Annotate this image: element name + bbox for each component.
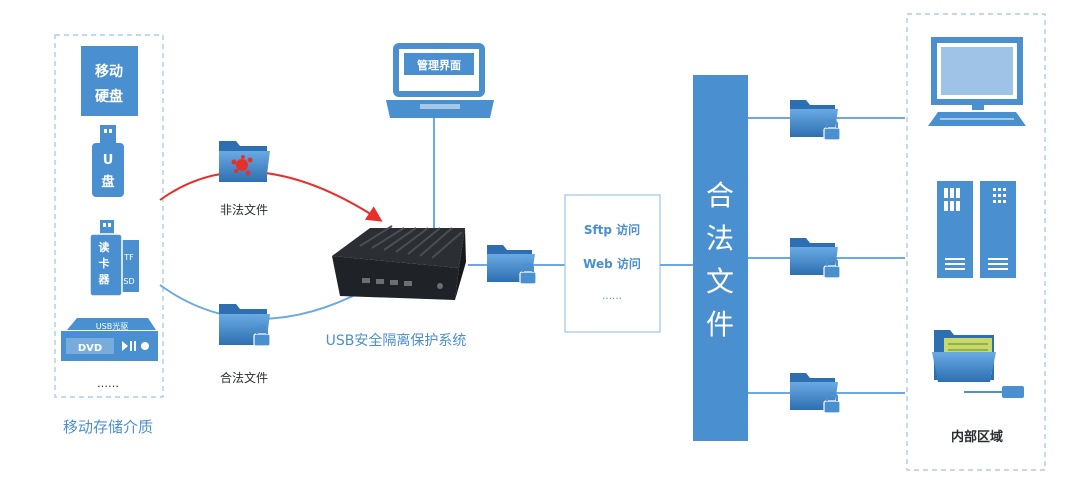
storage-media-frame [54, 34, 164, 398]
reader-label-line3: 器 [98, 273, 111, 286]
server-cabinet-icon [937, 181, 1016, 278]
reader-sd-label: SD [123, 277, 134, 286]
illegal-file-flow-arrow [159, 170, 383, 222]
legal-bar-char-3: 文 [706, 265, 734, 298]
laptop-icon: 管理界面 [386, 43, 494, 118]
hdd-label-line1: 移动 [95, 63, 123, 80]
legal-files-bar [693, 75, 748, 441]
storage-ellipsis: …… [97, 377, 119, 390]
legal-bar-char-2: 法 [706, 222, 734, 255]
usb-label-line2: 盘 [101, 174, 114, 190]
usb-drive-icon: U 盘 [92, 125, 124, 197]
infected-folder-icon [219, 141, 270, 182]
web-access-label: Web 访问 [583, 256, 641, 271]
sftp-access-label: Sftp 访问 [584, 222, 640, 237]
hdd-label-line2: 硬盘 [95, 88, 123, 105]
usb-optical-drive-icon: USB光驱 DVD [61, 318, 158, 361]
locked-folder-icon-left [219, 304, 271, 347]
internal-zone-caption: 内部区域 [951, 429, 1003, 445]
legal-bar-char-4: 件 [706, 308, 734, 341]
locked-folder-icon-right-bottom [790, 373, 841, 414]
access-ellipsis: …… [602, 291, 622, 302]
isolation-device-caption: USB安全隔离保护系统 [326, 332, 467, 349]
locked-folder-icon-right-top [790, 100, 841, 141]
drive-label: USB光驱 [96, 321, 128, 331]
file-storage-icon [932, 330, 1024, 398]
reader-label-line1: 读 [99, 240, 110, 254]
locked-folder-icon-right-middle [790, 238, 841, 279]
dvd-label: DVD [78, 343, 102, 354]
locked-folder-icon-center [487, 245, 537, 285]
reader-tf-label: TF [123, 253, 134, 262]
storage-media-caption: 移动存储介质 [63, 418, 153, 436]
mobile-hdd-icon: 移动 硬盘 [81, 46, 138, 116]
isolation-device-icon [332, 225, 466, 300]
laptop-screen-label: 管理界面 [417, 58, 461, 72]
legal-file-label: 合法文件 [220, 370, 268, 385]
legal-bar-char-1: 合 [706, 179, 734, 212]
illegal-file-label: 非法文件 [220, 202, 268, 217]
reader-label-line2: 卡 [99, 256, 110, 270]
card-reader-icon: 读 卡 器 TF SD [89, 220, 139, 297]
usb-label-line1: U [103, 153, 114, 168]
desktop-computer-icon [928, 37, 1026, 126]
access-methods-box [564, 194, 661, 333]
